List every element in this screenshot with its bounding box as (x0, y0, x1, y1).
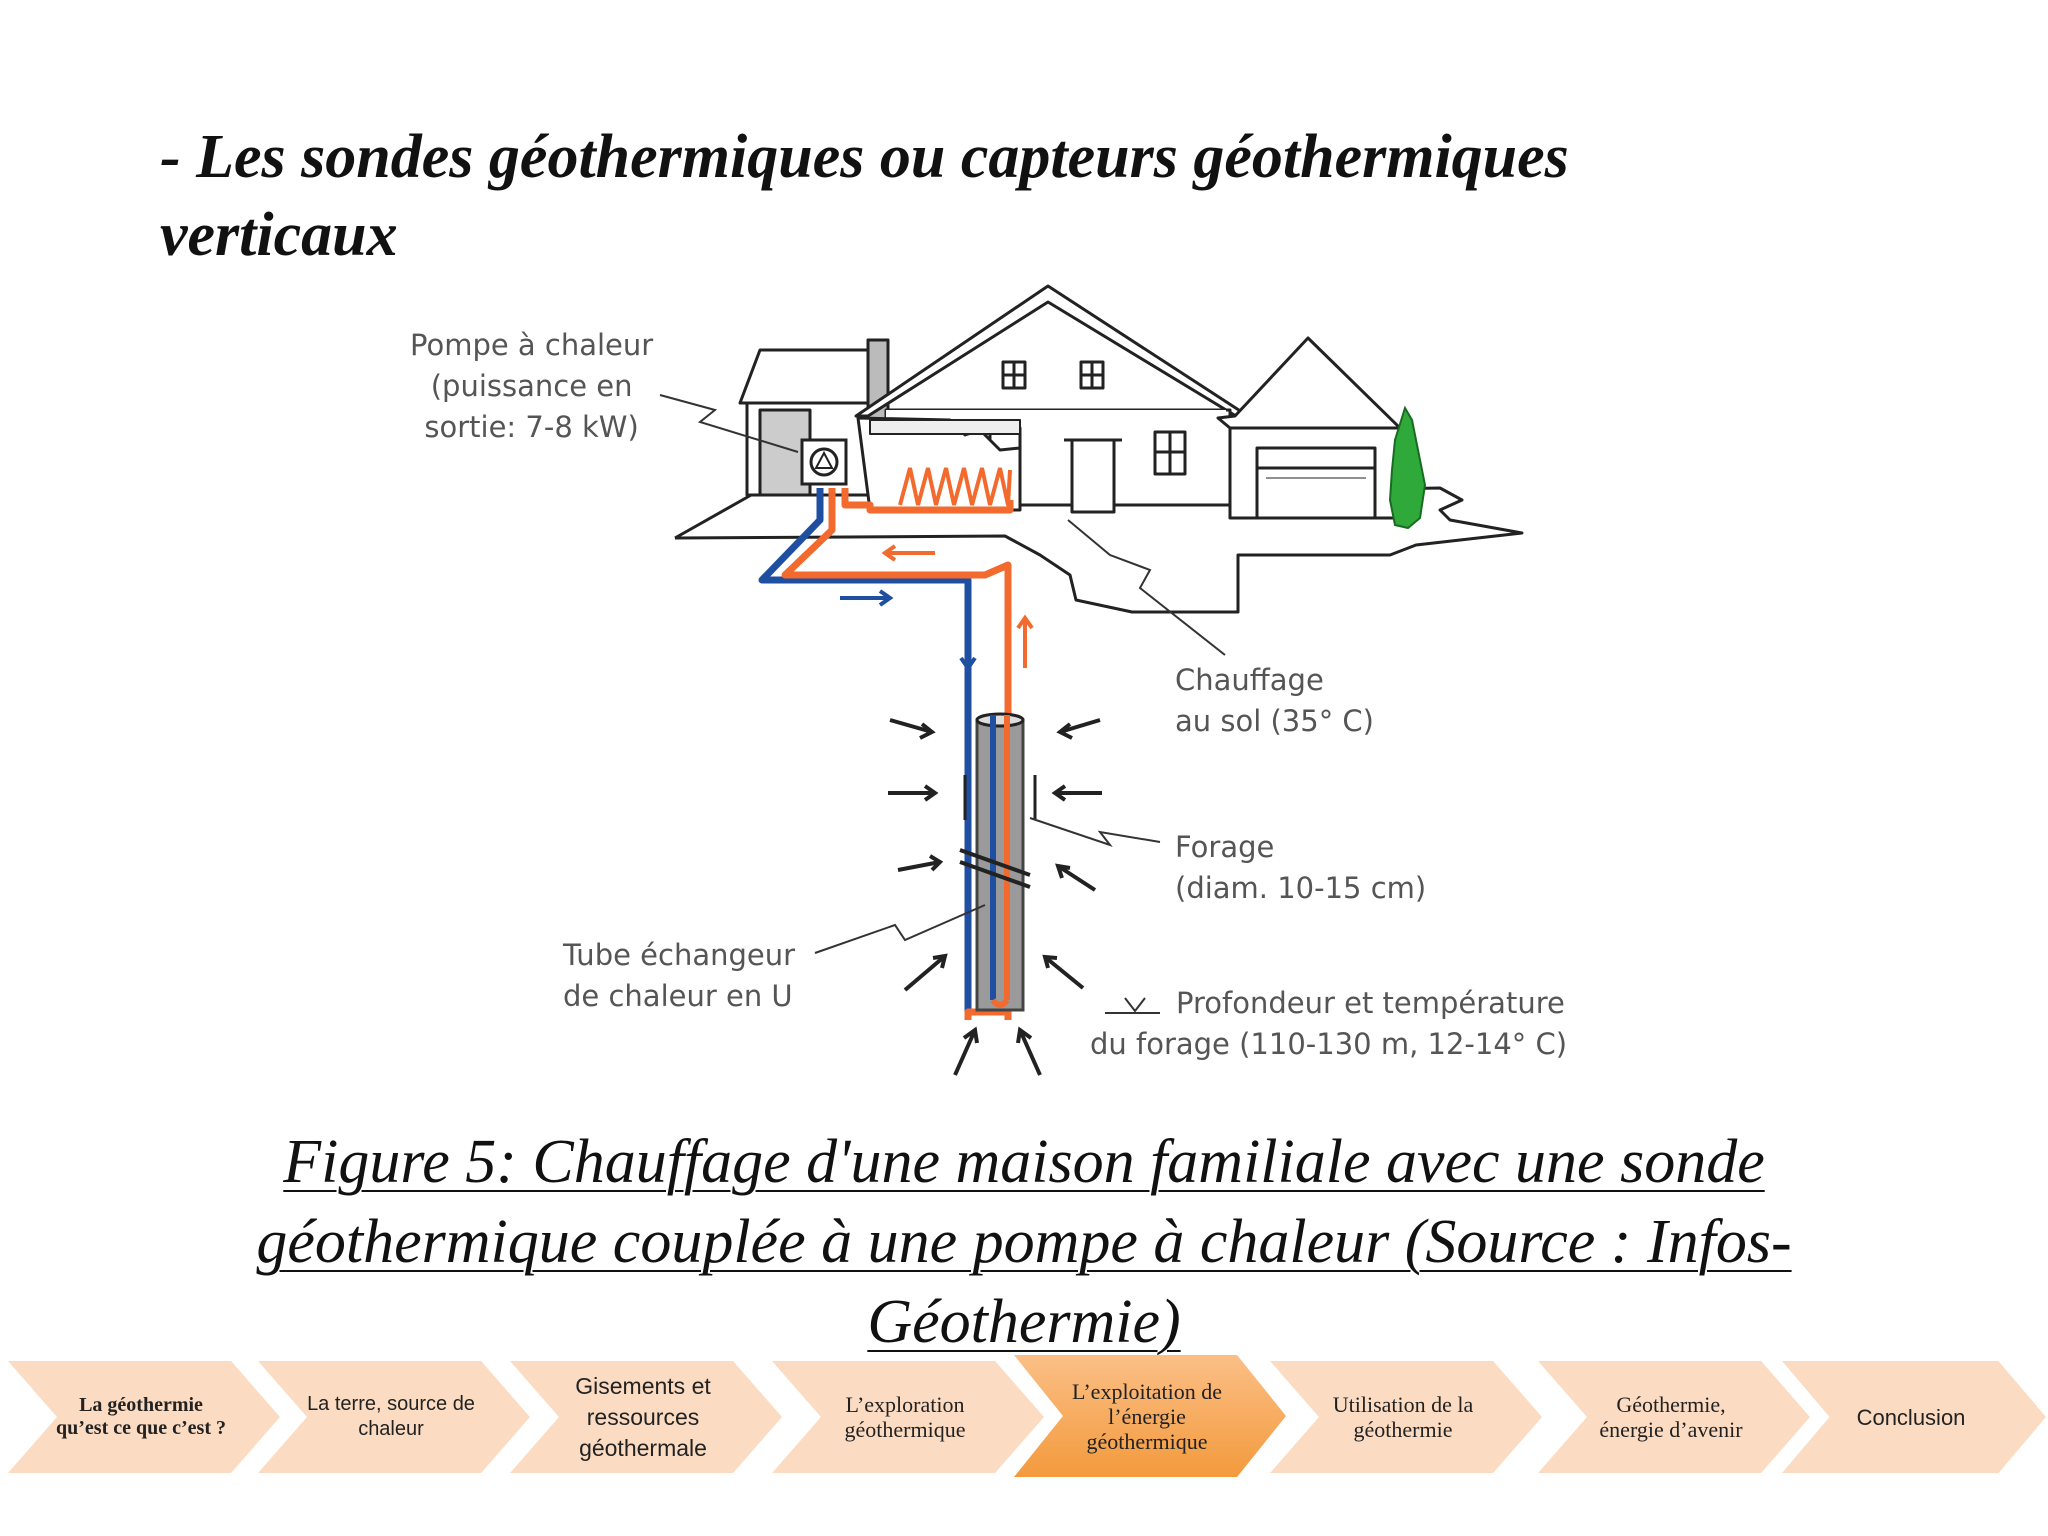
slide-title-line-2: verticaux (160, 201, 398, 269)
geothermal-diagram (659, 284, 1524, 1076)
borehole (959, 712, 1037, 1012)
nav-item-conclusion[interactable]: Conclusion (1782, 1361, 2046, 1473)
nav-item-label: La géothermie qu’est ce que c’est ? (56, 1394, 226, 1439)
nav-item-label: Géothermie, énergie d’avenir (1599, 1392, 1743, 1442)
pressure-arrows (888, 718, 1102, 1076)
slide-title-line-1: - Les sondes géothermiques ou capteurs g… (160, 123, 1569, 191)
nav-item-label: L’exploration géothermique (844, 1392, 966, 1442)
arrow-icon (1016, 614, 1034, 668)
tube-label: Tube échangeur de chaleur en U (563, 935, 795, 1017)
depth-label-line-1: Profondeur et température (1176, 986, 1565, 1020)
caption-line-2: géothermique couplée à une pompe à chale… (256, 1208, 1792, 1276)
nav-item-exploitation[interactable]: L’exploitation de l’énergie géothermique (1014, 1355, 1286, 1477)
floor-heating-label: Chauffage au sol (35° C) (1175, 660, 1374, 742)
depth-label-line-2: du forage (110-130 m, 12-14° C) (1090, 1027, 1568, 1061)
nav-item-label: Conclusion (1856, 1404, 1966, 1430)
slide-title: - Les sondes géothermiques ou capteurs g… (160, 118, 1860, 274)
floor-heating-coil (898, 467, 1012, 506)
borehole-label-line-1: Forage (1175, 830, 1275, 864)
tube-label-line-2: de chaleur en U (563, 979, 793, 1013)
nav-item-label: La terre, source de chaleur (307, 1393, 475, 1440)
caption-line-1: Figure 5: Chauffage d'une maison familia… (283, 1128, 1765, 1196)
caption-line-3: Géothermie) (867, 1288, 1181, 1356)
figure-caption: Figure 5: Chauffage d'une maison familia… (140, 1122, 1908, 1362)
pipe-cold (758, 488, 972, 1020)
pipe-hot (781, 488, 1014, 1020)
ground-water-level-icon (1105, 997, 1160, 1014)
nav-item-gisements[interactable]: Gisements et ressources géothermale (510, 1361, 782, 1473)
pump-label-line-1: Pompe à chaleur (410, 328, 654, 362)
tube-label-line-1: Tube échangeur (563, 938, 796, 972)
pump-label: Pompe à chaleur (puissance en sortie: 7-… (410, 325, 653, 448)
nav-item-avenir[interactable]: Géothermie, énergie d’avenir (1538, 1361, 1810, 1473)
leader-lines (659, 394, 1226, 954)
tree-icon (1388, 405, 1427, 530)
nav-item-utilisation[interactable]: Utilisation de la géothermie (1270, 1361, 1542, 1473)
borehole-label-line-2: (diam. 10-15 cm) (1175, 871, 1427, 905)
nav-item-geothermie-definition[interactable]: La géothermie qu’est ce que c’est ? (8, 1361, 280, 1473)
floor-heating-label-line-2: au sol (35° C) (1175, 704, 1374, 738)
pump-label-line-3: sortie: 7-8 kW) (424, 410, 639, 444)
arrow-icon (840, 589, 894, 607)
depth-label: Profondeur et température du forage (110… (1090, 983, 1567, 1065)
heat-pump-icon (800, 438, 848, 486)
pump-label-line-2: (puissance en (430, 369, 633, 403)
flow-arrows (840, 544, 1034, 672)
arrow-icon (881, 544, 935, 562)
section-nav: La géothermie qu’est ce que c’est ? La t… (0, 1355, 2048, 1495)
borehole-label: Forage (diam. 10-15 cm) (1175, 827, 1426, 909)
nav-item-terre-source[interactable]: La terre, source de chaleur (258, 1361, 530, 1473)
floor-heating-label-line-1: Chauffage (1175, 663, 1324, 697)
nav-item-label: Gisements et ressources géothermale (575, 1372, 711, 1461)
nav-item-label: L’exploitation de l’énergie géothermique (1071, 1378, 1223, 1454)
nav-item-label: Utilisation de la géothermie (1332, 1392, 1474, 1442)
arrow-icon (959, 618, 977, 672)
nav-item-exploration[interactable]: L’exploration géothermique (772, 1361, 1044, 1473)
